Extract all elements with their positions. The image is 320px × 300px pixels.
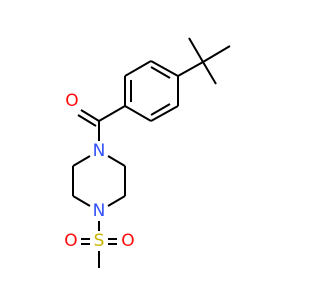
bond-piperazine-1	[107, 155, 126, 167]
bond-piperazine-4	[72, 195, 91, 207]
bond-ring-1-inner	[150, 66, 171, 79]
bond-ring-4	[124, 105, 152, 122]
bond-tbu-c-to-ch3-lower	[202, 61, 217, 85]
oxygen-sulfonyl-left-label: O	[64, 231, 77, 251]
nitrogen-sulfonyl-label: N	[93, 201, 106, 221]
bond-tbu-c-to-ring	[177, 61, 204, 77]
bond-tbu-c-to-ch3-right	[202, 45, 231, 63]
bond-ring-5-inner	[150, 103, 171, 116]
bond-carbonyl-double-b	[77, 114, 97, 127]
sulfur-label: S	[94, 231, 105, 251]
bond-ring-1	[150, 60, 179, 77]
bond-ring-2	[124, 60, 152, 77]
oxygen-sulfonyl-right-label: O	[121, 231, 134, 251]
oxygen-carbonyl-label: O	[65, 91, 78, 111]
atom-labels: O N N S O O	[64, 91, 134, 251]
nitrogen-amide-label: N	[93, 141, 106, 161]
bonds	[72, 37, 231, 268]
bond-ring-5	[150, 105, 179, 122]
bond-piperazine-6	[72, 155, 91, 167]
bond-carbonyl-double-a	[80, 109, 100, 122]
bond-piperazine-3	[107, 195, 126, 207]
bond-ring-to-carbonyl	[98, 105, 126, 122]
bond-tbu-c-to-ch3-top	[188, 37, 204, 63]
molecule-structure: O N N S O O	[64, 37, 231, 268]
